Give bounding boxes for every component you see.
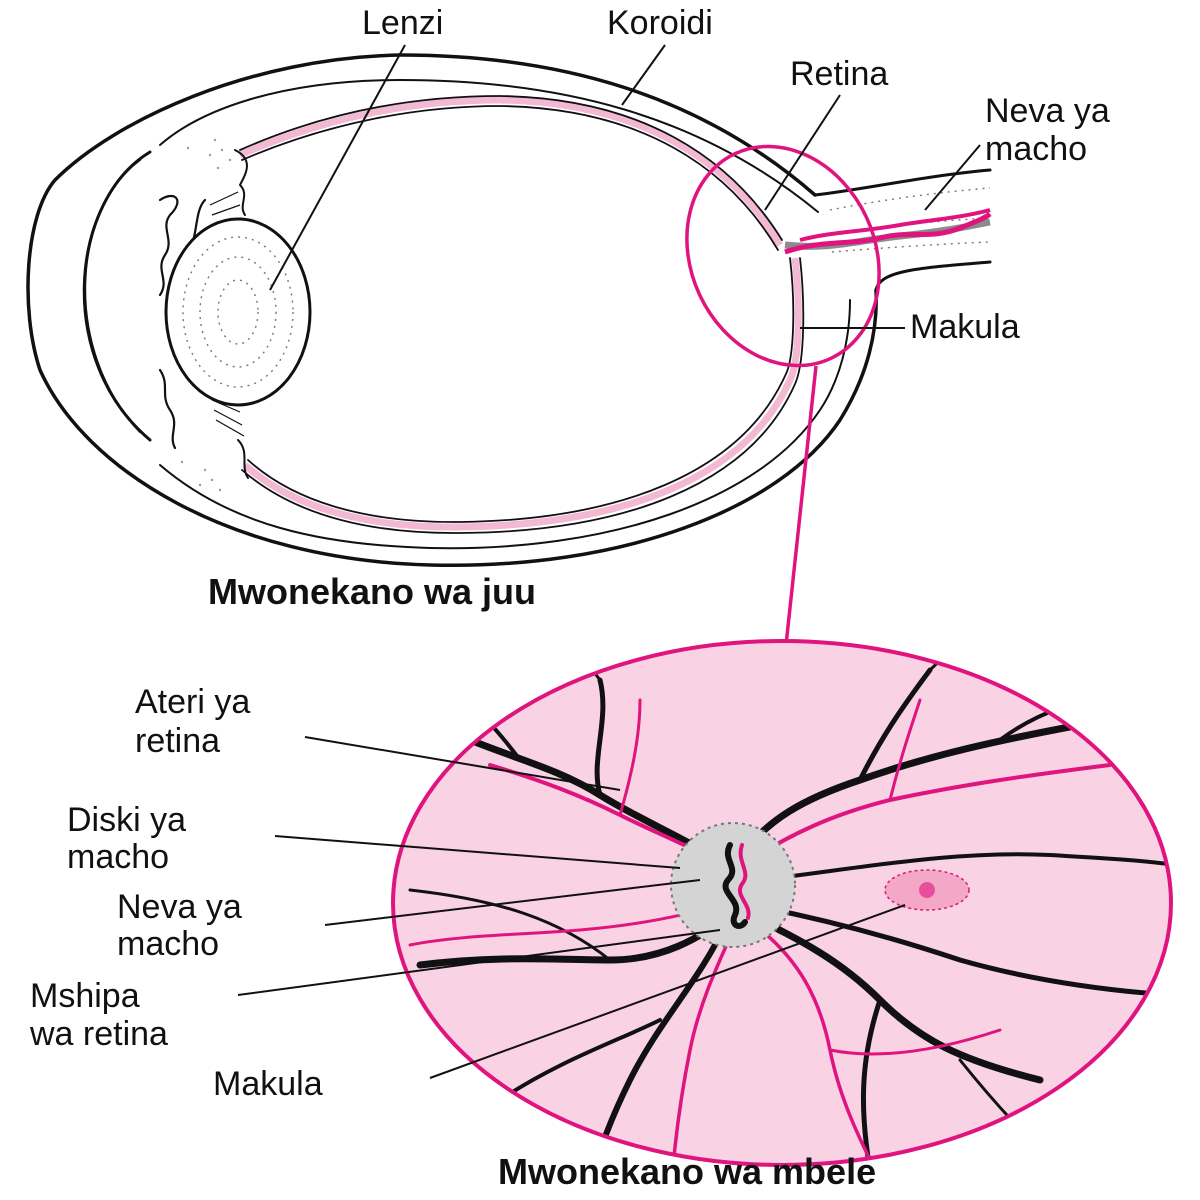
magnifier-ring xyxy=(685,144,881,368)
caption-front-view: Mwonekano wa mbele xyxy=(498,1151,876,1192)
label-lens: Lenzi xyxy=(362,4,443,42)
optic-disc xyxy=(670,822,796,948)
label-retinal-artery-1: Ateri ya xyxy=(135,683,250,721)
label-optic-nerve-front-2: macho xyxy=(117,925,219,963)
choroid-band xyxy=(238,96,784,247)
sclera-inner xyxy=(159,79,819,213)
label-retinal-artery-2: retina xyxy=(135,722,220,760)
retinal-vessels xyxy=(393,641,1171,1165)
label-choroid: Koroidi xyxy=(607,4,713,42)
label-retina: Retina xyxy=(790,55,888,93)
label-optic-nerve-top-1: Neva ya xyxy=(985,92,1110,130)
fundus-rim xyxy=(391,639,1173,1167)
optic-nerve-sheath xyxy=(813,168,992,197)
optic-disc-vessels xyxy=(722,842,748,929)
lens-shape xyxy=(164,217,312,407)
cornea xyxy=(82,150,152,442)
fundus-view xyxy=(391,639,1173,1167)
label-optic-nerve-top-2: macho xyxy=(985,130,1087,168)
optic-nerve-vessel-pink xyxy=(784,211,992,255)
iris-upper xyxy=(158,194,179,297)
caption-top-view: Mwonekano wa juu xyxy=(208,571,536,612)
top-leaders xyxy=(269,44,981,329)
label-optic-disc-2: macho xyxy=(67,838,169,876)
label-retinal-vein-1: Mshipa xyxy=(30,977,140,1015)
sclera-outer xyxy=(26,53,878,568)
limbus-stipple xyxy=(180,138,232,492)
front-leaders xyxy=(237,736,906,1079)
eye-cross-section xyxy=(26,53,992,568)
retina-band xyxy=(242,257,802,531)
iris-lower xyxy=(158,368,177,450)
label-optic-disc-1: Diski ya xyxy=(67,801,186,839)
label-retinal-vein-2: wa retina xyxy=(29,1015,168,1053)
label-macula-top: Makula xyxy=(910,308,1020,346)
label-macula-front: Makula xyxy=(213,1065,323,1103)
magnifier-connector xyxy=(784,365,818,646)
label-optic-nerve-front-1: Neva ya xyxy=(117,888,242,926)
